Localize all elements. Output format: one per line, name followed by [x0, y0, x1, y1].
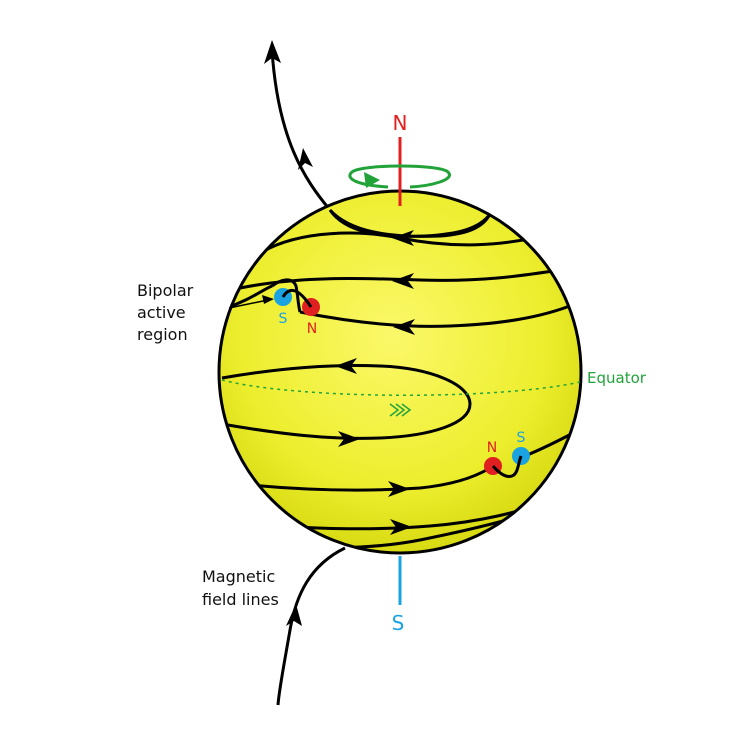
south-pole-label: S: [392, 611, 405, 635]
arrowhead-top-mid: [298, 148, 313, 170]
upper-bipolar-region: [271, 278, 320, 316]
surface-arrowheads: [335, 230, 415, 535]
bipolar-pointer-arrow-icon: [262, 295, 274, 304]
arrowhead-top-outer: [264, 40, 281, 64]
magnetic-label-line1: Magnetic: [202, 567, 275, 586]
outer-field-line-bottom: [276, 546, 346, 706]
upper-s-spot-label: S: [279, 311, 288, 327]
bipolar-label-line1: Bipolar: [137, 281, 194, 300]
bipolar-label-line2: active: [137, 303, 186, 322]
upper-n-spot-label: N: [307, 321, 317, 337]
lower-bipolar-region: [484, 447, 530, 478]
magnetic-label-line2: field lines: [202, 590, 279, 609]
arrowhead-bottom-outer: [286, 604, 302, 626]
north-pole-label: N: [393, 111, 408, 135]
surface-field-lines: [328, 208, 492, 238]
outer-field-line-top: [270, 49, 332, 211]
bipolar-label-line3: region: [137, 325, 188, 344]
equator-label: Equator: [587, 369, 647, 387]
rotation-arrow-icon: [348, 164, 451, 189]
lower-s-spot-label: S: [517, 430, 526, 446]
triple-chevron-right-icon: [389, 403, 412, 417]
bipolar-pointer: [228, 299, 269, 309]
lower-n-spot-label: N: [487, 440, 497, 456]
